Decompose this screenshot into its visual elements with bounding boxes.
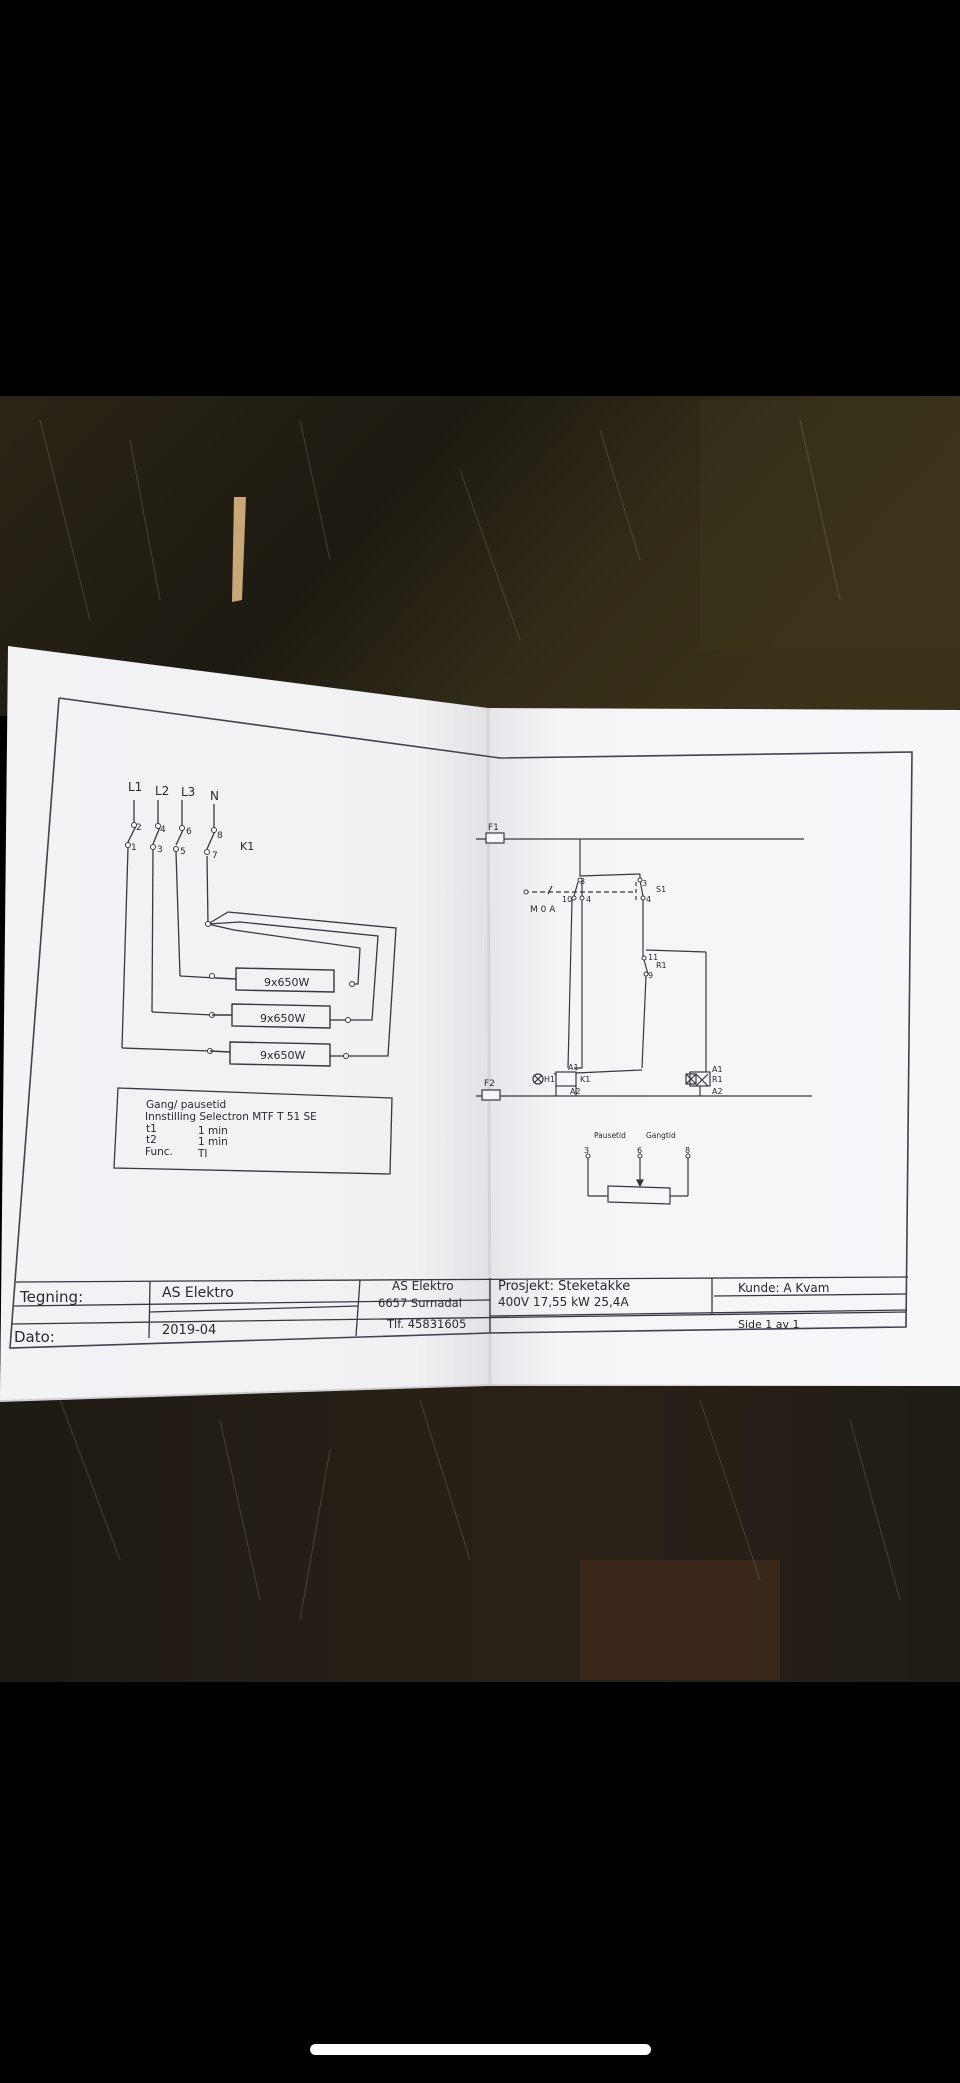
- heater-boxes: [209, 967, 335, 1067]
- contact-1: 1: [131, 843, 137, 853]
- k1-a2-label: A2: [570, 1087, 581, 1096]
- k1-a1-label: A1: [568, 1063, 579, 1072]
- project-title: Prosjekt: Steketakke: [498, 1279, 630, 1294]
- tegning-value: AS Elektro: [162, 1285, 234, 1301]
- pin-3-label: 3: [580, 877, 585, 886]
- r1-a1-label: A1: [712, 1065, 723, 1074]
- pin-9-label: 9: [648, 971, 653, 980]
- notes-func-label: Func.: [145, 1146, 173, 1158]
- heater-2-label: 9x650W: [260, 1012, 306, 1025]
- company-phone: Tlf. 45831605: [386, 1317, 466, 1331]
- timer-pin-8: 8: [685, 1146, 690, 1155]
- contact-7: 7: [212, 851, 218, 861]
- paper-left-half: [0, 646, 490, 1400]
- notes-text: Gang/ pausetid Innstilling Selectron MTF…: [145, 1099, 317, 1160]
- r1-contact-label: R1: [656, 961, 667, 970]
- notes-t1-label: t1: [146, 1123, 157, 1135]
- dato-value: 2019-04: [162, 1323, 216, 1338]
- k1-coil-label: K1: [580, 1075, 590, 1084]
- project-specs: 400V 17,55 kW 25,4A: [498, 1295, 629, 1309]
- r1-coil-label: R1: [712, 1075, 723, 1084]
- control-circuit: [476, 832, 812, 1205]
- contact-3: 3: [157, 845, 163, 855]
- notes-line1: Gang/ pausetid: [146, 1099, 226, 1111]
- phase-l1-label: L1: [128, 780, 142, 794]
- notes-line2: Innstilling Selectron MTF T 51 SE: [145, 1111, 317, 1123]
- paper-fold: [486, 707, 492, 1385]
- control-dots: [523, 877, 691, 1159]
- table-bottom: [0, 1370, 960, 1682]
- timer-run-label: Gangtid: [646, 1131, 676, 1140]
- heater-1-label: 9x650W: [264, 976, 310, 989]
- power-circuit: [121, 800, 397, 1057]
- company-address: 6657 Surnadal: [378, 1296, 462, 1310]
- page-number: Side 1 av 1: [738, 1318, 800, 1331]
- notes-t1-value: 1 min: [198, 1125, 228, 1137]
- h1-label: H1: [544, 1075, 555, 1084]
- notes-func-value: TI: [197, 1148, 208, 1160]
- wood-chip: [232, 497, 246, 602]
- pin-4-label: 4: [586, 895, 591, 904]
- contact-numbers: 2 4 6 8 1 3 5 7: [131, 823, 223, 861]
- home-indicator[interactable]: [310, 2044, 651, 2055]
- rust-patch: [580, 1560, 780, 1680]
- contact-2: 2: [136, 823, 142, 833]
- control-labels: F1 F2 M 0 A 3 3 4 S1 10 4 11 R1 9 H1 K1 …: [484, 823, 723, 1155]
- heater-3-label: 9x650W: [260, 1049, 306, 1062]
- contact-8: 8: [217, 831, 223, 841]
- timer-pin-3: 3: [584, 1146, 589, 1155]
- pin-11-label: 11: [648, 953, 658, 962]
- timer-pin-6: 6: [637, 1146, 642, 1155]
- table-top: [0, 396, 960, 716]
- s1-pin-4-label: 4: [646, 895, 651, 904]
- fuse-f2-label: F2: [484, 1079, 495, 1089]
- pin-10-label: 10: [562, 895, 572, 904]
- drawing-border: [9, 697, 913, 1349]
- notes-t2-value: 1 min: [198, 1136, 228, 1148]
- table-stain: [700, 400, 960, 650]
- fuse-f1-label: F1: [488, 823, 499, 833]
- contactor-k1-label: K1: [240, 840, 254, 853]
- paper-right-half: [488, 708, 960, 1386]
- r1-a2-label: A2: [712, 1087, 723, 1096]
- title-block-lines: [11, 1276, 909, 1339]
- s1-pin-3-label: 3: [642, 879, 647, 888]
- phase-l2-label: L2: [155, 784, 169, 798]
- dato-label: Dato:: [14, 1328, 55, 1346]
- notes-t2-label: t2: [146, 1134, 157, 1146]
- contact-5: 5: [180, 847, 186, 857]
- table-scratches: [39, 419, 901, 1621]
- tegning-label: Tegning:: [19, 1288, 83, 1306]
- switch-mode-label: M 0 A: [530, 905, 556, 915]
- company-name: AS Elektro: [392, 1279, 454, 1293]
- phase-l3-label: L3: [181, 785, 195, 799]
- s1-label: S1: [656, 885, 666, 894]
- contact-4: 4: [160, 825, 166, 835]
- phase-n-label: N: [210, 789, 219, 803]
- timer-pause-label: Pausetid: [594, 1131, 626, 1140]
- contact-6: 6: [186, 827, 192, 837]
- customer-label: Kunde: A Kvam: [738, 1281, 829, 1295]
- notes-box: [113, 1087, 393, 1175]
